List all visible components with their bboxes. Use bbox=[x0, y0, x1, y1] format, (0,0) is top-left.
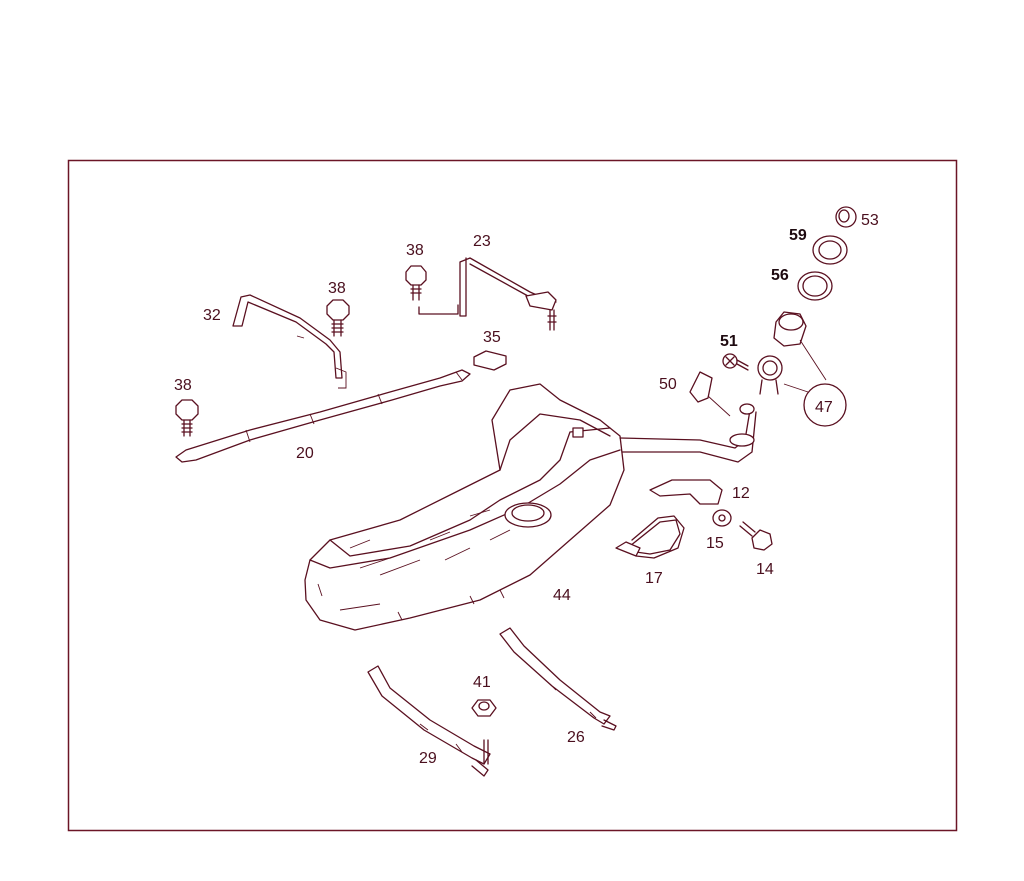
part-26-strap[interactable] bbox=[499, 627, 617, 731]
label-part-15: 15 bbox=[706, 535, 724, 552]
label-part-44: 44 bbox=[553, 587, 571, 604]
label-part-56: 56 bbox=[771, 267, 789, 284]
part-38-bolt-top[interactable] bbox=[405, 265, 427, 301]
part-44-fuel-tank[interactable] bbox=[304, 383, 625, 631]
part-14-bolt[interactable] bbox=[739, 521, 773, 551]
label-part-38-top: 38 bbox=[406, 242, 424, 259]
label-part-53: 53 bbox=[861, 212, 879, 229]
part-41-nut[interactable] bbox=[471, 699, 497, 717]
part-47-filler-neck[interactable] bbox=[757, 311, 847, 427]
label-part-51: 51 bbox=[720, 333, 738, 350]
label-part-23: 23 bbox=[473, 233, 491, 250]
label-part-59: 59 bbox=[789, 227, 807, 244]
leader-50 bbox=[707, 395, 731, 417]
part-29-strap[interactable] bbox=[367, 665, 491, 777]
part-23-bracket[interactable] bbox=[418, 257, 557, 331]
part-56-seal[interactable] bbox=[797, 271, 833, 301]
label-part-20: 20 bbox=[296, 445, 314, 462]
label-part-32: 32 bbox=[203, 307, 221, 324]
label-part-47: 47 bbox=[815, 399, 833, 416]
part-20-strap[interactable] bbox=[175, 369, 471, 463]
label-part-29: 29 bbox=[419, 750, 437, 767]
label-part-38-mid: 38 bbox=[328, 280, 346, 297]
label-part-12: 12 bbox=[732, 485, 750, 502]
label-part-14: 14 bbox=[756, 561, 774, 578]
part-35-pad[interactable] bbox=[473, 350, 507, 371]
part-12-bracket[interactable] bbox=[649, 479, 723, 505]
part-15-washer[interactable] bbox=[712, 509, 732, 527]
diagram-frame bbox=[67, 159, 958, 832]
label-part-38-left: 38 bbox=[174, 377, 192, 394]
part-50-clip[interactable] bbox=[689, 371, 713, 403]
label-part-26: 26 bbox=[567, 729, 585, 746]
label-part-50: 50 bbox=[659, 376, 677, 393]
filler-pipe[interactable] bbox=[619, 403, 757, 463]
part-32-bracket[interactable] bbox=[232, 294, 347, 389]
label-part-17: 17 bbox=[645, 570, 663, 587]
part-38-bolt-left[interactable] bbox=[175, 399, 199, 437]
part-59-ring[interactable] bbox=[812, 235, 848, 265]
part-51-screw[interactable] bbox=[722, 353, 749, 371]
label-part-35: 35 bbox=[483, 329, 501, 346]
label-part-41: 41 bbox=[473, 674, 491, 691]
part-38-bolt-mid[interactable] bbox=[326, 299, 350, 337]
part-53-cap[interactable] bbox=[835, 206, 857, 228]
part-17-cable-tie[interactable] bbox=[615, 515, 685, 559]
